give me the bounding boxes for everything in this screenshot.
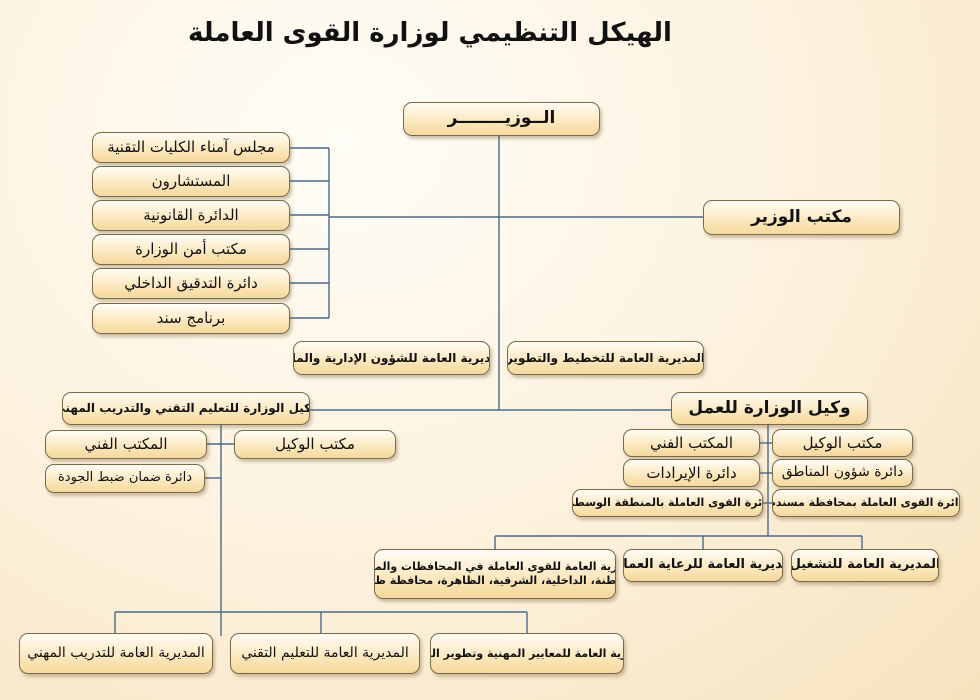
undersecretary-labour-label: وكيل الوزارة للعمل [688,397,851,418]
central-region-dept-label: دائرة القوى العاملة بالمنطقة الوسطى [572,496,763,510]
trustees-council-label: مجلس آمناء الكليات التقنية [107,138,275,157]
labour-technical-office-label: المكتب الفني [649,433,734,452]
dg-regions-line2: (الباطنة، الداخلية، الشرقية، الظاهرة، مح… [375,574,616,587]
dg-technical-education-label: المديرية العامة للتعليم التقني [241,644,409,661]
chart-title: الهيكل التنظيمي لوزارة القوى العاملة [188,18,672,48]
dg-labour-care-label: المديرية العامة للرعاية العمالية [623,557,783,573]
dg-regions-line1: المديرية العامة للقوى العاملة في المحافظ… [375,560,615,574]
legal-dept-box[interactable]: الدائرة القانونية [92,200,290,231]
central-region-dept-box[interactable]: دائرة القوى العاملة بالمنطقة الوسطى [572,489,763,517]
dg-planning-box[interactable]: المديرية العامة للتخطيط والتطوير [507,341,704,375]
labour-technical-office-box[interactable]: المكتب الفني [623,429,760,457]
sanad-program-box[interactable]: برنامج سند [92,303,290,334]
ministry-security-office-box[interactable]: مكتب أمن الوزارة [92,234,290,265]
undersecretary-education-label: وكيل الوزارة للتعليم التقني والتدريب الم… [62,401,310,415]
dg-admin-finance-label: المديرية العامة للشؤون الإدارية والمالية [294,350,489,365]
revenues-dept-box[interactable]: دائرة الإيرادات [623,459,760,487]
edu-undersecretary-office-label: مكتب الوكيل [275,435,355,454]
internal-audit-box[interactable]: دائرة التدقيق الداخلي [92,268,290,299]
quality-assurance-label: دائرة ضمان ضبط الجودة [57,470,193,486]
undersecretary-education-box[interactable]: وكيل الوزارة للتعليم التقني والتدريب الم… [62,392,310,425]
internal-audit-label: دائرة التدقيق الداخلي [124,274,258,293]
trustees-council-box[interactable]: مجلس آمناء الكليات التقنية [92,132,290,163]
minister-office-label: مكتب الوزير [751,206,852,227]
undersecretary-labour-box[interactable]: وكيل الوزارة للعمل [671,392,868,425]
edu-technical-office-label: المكتب الفني [84,435,168,454]
labour-undersecretary-office-label: مكتب الوكيل [802,433,883,452]
edu-technical-office-box[interactable]: المكتب الفني [45,430,207,459]
dg-vocational-training-box[interactable]: المديرية العامة للتدريب المهني [19,633,213,674]
dg-employment-box[interactable]: المديرية العامة للتشغيل [791,549,939,582]
sanad-program-label: برنامج سند [156,309,226,328]
advisors-box[interactable]: المستشارون [92,166,290,197]
minister-office-box[interactable]: مكتب الوزير [703,200,900,235]
musandam-dept-box[interactable]: دائرة القوى العاملة بمحافظة مسندم [772,489,960,517]
dg-regions-box[interactable]: المديرية العامة للقوى العاملة في المحافظ… [374,549,616,599]
dg-standards-curricula-label: المديرية العامة للمعايير المهنية وتطوير … [431,646,623,660]
dg-planning-label: المديرية العامة للتخطيط والتطوير [507,350,704,365]
legal-dept-label: الدائرة القانونية [143,206,239,225]
musandam-dept-label: دائرة القوى العاملة بمحافظة مسندم [772,496,960,510]
dg-standards-curricula-box[interactable]: المديرية العامة للمعايير المهنية وتطوير … [430,633,624,674]
minister-box[interactable]: الــوزيــــــــر [403,102,600,136]
minister-label: الــوزيــــــــر [447,108,556,129]
ministry-security-office-label: مكتب أمن الوزارة [135,240,247,259]
revenues-dept-label: دائرة الإيرادات [646,463,737,482]
edu-undersecretary-office-box[interactable]: مكتب الوكيل [234,430,396,459]
dg-employment-label: المديرية العامة للتشغيل [791,557,939,573]
dg-technical-education-box[interactable]: المديرية العامة للتعليم التقني [230,633,420,674]
labour-undersecretary-office-box[interactable]: مكتب الوكيل [772,429,913,457]
dg-labour-care-box[interactable]: المديرية العامة للرعاية العمالية [623,549,783,582]
regions-affairs-box[interactable]: دائرة شؤون المناطق [772,459,913,487]
regions-affairs-label: دائرة شؤون المناطق [781,464,904,481]
quality-assurance-box[interactable]: دائرة ضمان ضبط الجودة [45,464,205,493]
advisors-label: المستشارون [151,172,231,191]
dg-vocational-training-label: المديرية العامة للتدريب المهني [27,644,205,661]
dg-admin-finance-box[interactable]: المديرية العامة للشؤون الإدارية والمالية [293,341,490,375]
